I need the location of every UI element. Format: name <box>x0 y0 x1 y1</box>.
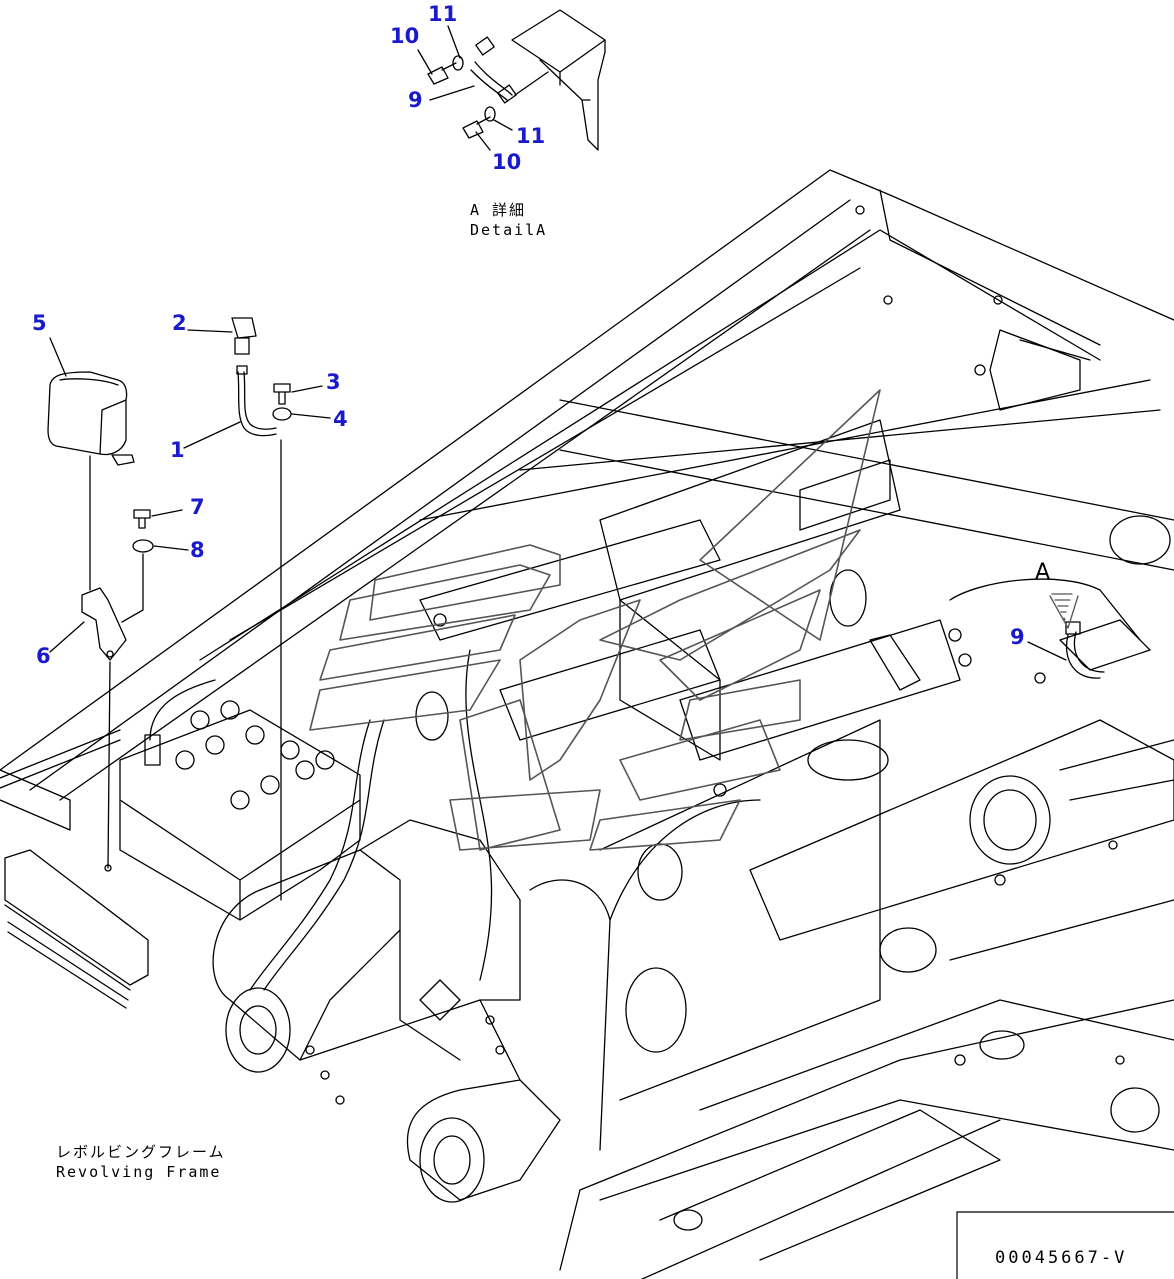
detail-a-drawing <box>427 9 606 151</box>
watermark-logo <box>309 389 881 851</box>
callout-2[interactable]: 2 <box>172 311 187 335</box>
callout-5[interactable]: 5 <box>32 311 47 335</box>
document-number: 00045667-V <box>995 1248 1128 1268</box>
detail-a-caption: A 詳細 DetailA <box>470 200 547 241</box>
callout-4[interactable]: 4 <box>333 407 348 431</box>
callout-3[interactable]: 3 <box>326 370 341 394</box>
callout-9[interactable]: 9 <box>408 88 423 112</box>
hose-9-main <box>1065 621 1105 679</box>
callout-9[interactable]: 9 <box>1010 625 1025 649</box>
view-marker-a: A <box>1035 560 1051 585</box>
callout-6[interactable]: 6 <box>36 644 51 668</box>
leader-lines <box>49 25 1067 661</box>
callout-11[interactable]: 11 <box>428 2 458 26</box>
battery-drawing <box>0 679 361 921</box>
callout-8[interactable]: 8 <box>190 538 205 562</box>
detail-a-title-jp: A 詳細 <box>470 201 527 219</box>
doc-number-frame <box>956 1211 1174 1279</box>
view-arrow <box>1049 593 1079 629</box>
revolving-frame-label-jp: レボルビングフレーム <box>56 1143 226 1161</box>
callout-10[interactable]: 10 <box>390 24 420 48</box>
revolving-frame-caption: レボルビングフレーム Revolving Frame <box>56 1142 226 1183</box>
callout-11[interactable]: 11 <box>516 124 546 148</box>
exploded-parts <box>47 317 292 901</box>
callout-1[interactable]: 1 <box>170 438 185 462</box>
step-drawing <box>4 849 149 1009</box>
revolving-frame-label-en: Revolving Frame <box>56 1163 222 1182</box>
revolving-frame-drawing <box>0 169 1174 1279</box>
callout-10[interactable]: 10 <box>492 150 522 174</box>
detail-a-title-en: DetailA <box>470 221 548 240</box>
callout-7[interactable]: 7 <box>190 495 205 519</box>
